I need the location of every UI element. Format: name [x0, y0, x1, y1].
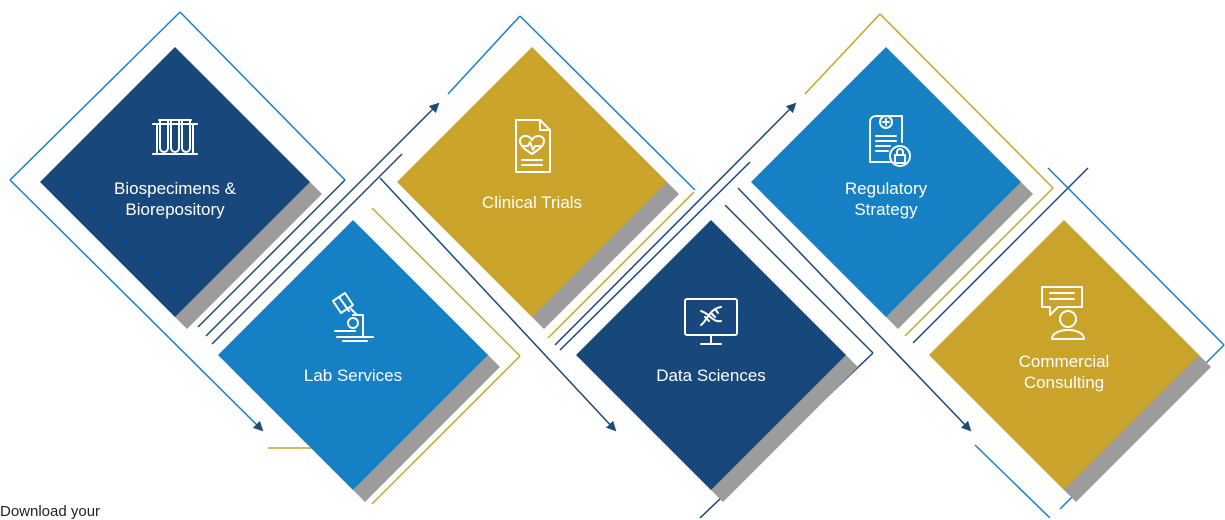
connector-line — [197, 179, 346, 328]
connector-line — [974, 444, 1051, 518]
tile-label-line: Clinical Trials — [482, 193, 582, 212]
tile-label: Biospecimens & Biorepository — [114, 179, 237, 219]
tile-label-line: Data Sciences — [656, 366, 766, 385]
locked-scroll-icon — [869, 115, 911, 167]
connector-line — [519, 15, 696, 191]
connector-line — [447, 15, 521, 95]
connector-arrow — [554, 102, 797, 346]
tile-label-line: Lab Services — [304, 366, 402, 385]
connector-line — [879, 13, 1054, 189]
tile-diamond — [929, 220, 1199, 490]
consultant-icon — [1041, 286, 1085, 340]
connector-line — [1047, 167, 1225, 346]
tile-label: Lab Services — [304, 366, 402, 385]
connector-line — [9, 11, 181, 181]
tile-label-line: Biorepository — [125, 200, 225, 219]
connector-line — [371, 355, 521, 505]
connector-line — [211, 153, 403, 345]
connector-arrow — [9, 179, 264, 432]
tile-diamond — [576, 220, 846, 490]
tile-label: Clinical Trials — [482, 193, 582, 212]
tile-data-sciences[interactable]: Data Sciences — [576, 220, 858, 502]
connector-line — [904, 187, 1054, 337]
tile-diamond — [40, 47, 310, 317]
heart-document-icon — [515, 119, 551, 173]
connector-line — [724, 204, 874, 354]
tile-diamond — [751, 47, 1021, 317]
tile-label-line: Regulatory — [845, 179, 928, 198]
tile-clinical-trials[interactable]: Clinical Trials — [397, 47, 679, 329]
connector-arrow — [379, 177, 617, 432]
download-text[interactable]: Download your — [0, 503, 101, 520]
connector-line — [804, 13, 881, 95]
dna-monitor-icon — [684, 298, 738, 345]
tile-label: Data Sciences — [656, 366, 766, 385]
connector-arrow — [737, 187, 972, 432]
connector-line — [371, 207, 521, 357]
tile-label-line: Consulting — [1024, 373, 1104, 392]
connector-arrow — [205, 102, 440, 337]
tile-diamond — [218, 220, 488, 490]
connector-lines — [9, 11, 1225, 518]
tile-label-line: Biospecimens & — [114, 179, 237, 198]
connector-line — [547, 191, 695, 339]
tile-lab-services[interactable]: Lab Services — [218, 220, 500, 502]
test-tubes-icon — [152, 119, 198, 155]
tile-label-line: Strategy — [854, 200, 918, 219]
connector-line — [179, 11, 346, 181]
microscope-icon — [332, 292, 374, 342]
connector-line — [559, 161, 751, 351]
connector-line — [912, 167, 1089, 344]
tile-diamond — [397, 47, 667, 317]
tile-label-line: Commercial — [1019, 352, 1110, 371]
tile-biospecimens[interactable]: Biospecimens & Biorepository — [40, 47, 322, 329]
